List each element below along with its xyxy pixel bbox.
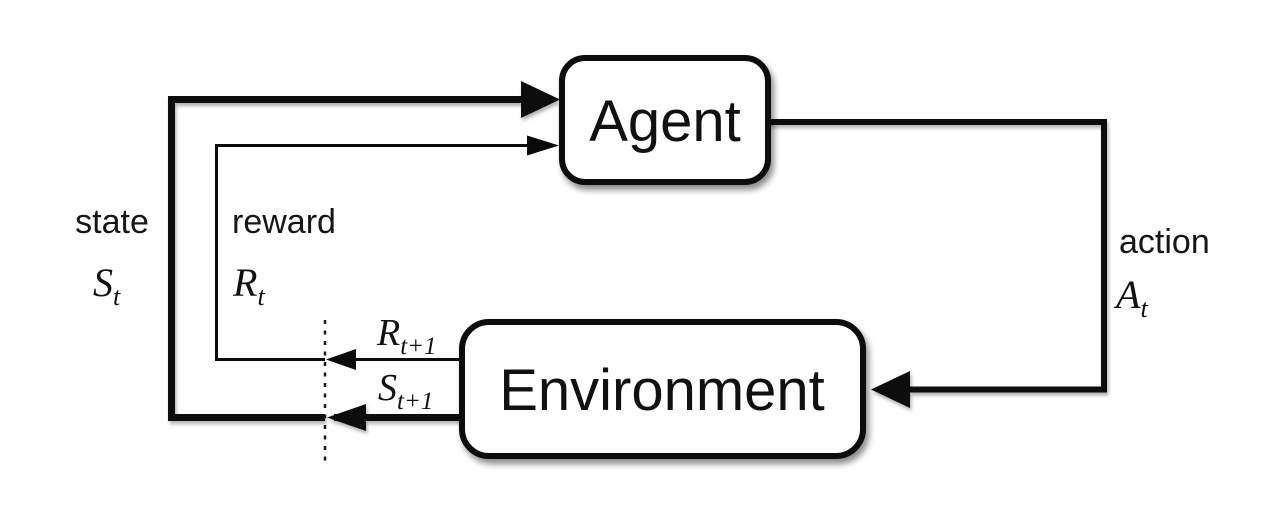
next-reward-symbol-subscript: t+1 bbox=[400, 333, 436, 360]
action-symbol-subscript: t bbox=[1140, 294, 1148, 323]
agent-node-label: Agent bbox=[589, 89, 741, 154]
next-state-symbol-base: S bbox=[378, 367, 397, 409]
next-reward-symbol-label: Rt+1 bbox=[376, 312, 437, 360]
reward-into-agent-arrowhead-icon bbox=[527, 135, 559, 156]
state-symbol-subscript: t bbox=[113, 282, 121, 311]
action-edge-loop bbox=[766, 119, 1107, 393]
next-reward-symbol-base: R bbox=[376, 312, 400, 354]
reward-word-label: reward bbox=[232, 203, 336, 241]
reward-symbol-subscript: t bbox=[257, 282, 265, 311]
action-symbol-label: At bbox=[1113, 272, 1148, 323]
environment-node-box bbox=[459, 319, 866, 459]
state-word-label: state bbox=[75, 203, 149, 241]
action-into-environment-arrowhead-icon bbox=[871, 371, 910, 408]
action-symbol-base: A bbox=[1113, 272, 1141, 317]
environment-node-label: Environment bbox=[499, 358, 825, 423]
reward-symbol-label: Rt bbox=[232, 260, 265, 311]
next-state-symbol-label: St+1 bbox=[378, 367, 433, 415]
action-word-label: action bbox=[1119, 223, 1210, 261]
state-into-agent-arrowhead-icon bbox=[521, 81, 560, 118]
reward-edge-loop bbox=[215, 144, 528, 361]
agent-node-box bbox=[559, 55, 771, 185]
next-state-arrowhead-icon bbox=[327, 404, 366, 431]
reward-symbol-base: R bbox=[232, 260, 257, 305]
next-state-symbol-subscript: t+1 bbox=[397, 388, 433, 415]
state-edge-loop bbox=[168, 96, 524, 421]
next-reward-arrowhead-icon bbox=[326, 349, 356, 370]
state-symbol-base: S bbox=[93, 260, 113, 305]
state-symbol-label: St bbox=[93, 260, 121, 311]
